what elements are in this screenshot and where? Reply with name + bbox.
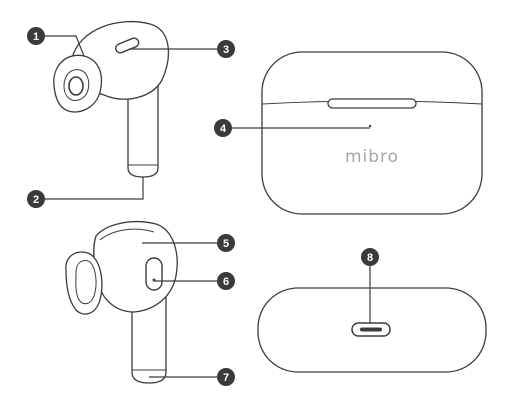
case-front-indicator-slot [327, 98, 417, 109]
earbud-front-sensor [115, 37, 140, 54]
earbud-front-view [53, 20, 170, 178]
callout-5-label: 5 [223, 238, 229, 250]
earbud-side-sensor [145, 257, 163, 291]
callout-4-label: 4 [220, 123, 227, 135]
callout-1-label: 1 [33, 31, 39, 43]
callout-6: 6 [217, 272, 235, 290]
leader-lines [45, 35, 371, 378]
callout-7: 7 [217, 368, 235, 386]
callout-2: 2 [27, 190, 45, 208]
callout-2-label: 2 [33, 194, 39, 206]
case-bottom-view [257, 287, 487, 373]
callout-3-label: 3 [223, 44, 229, 56]
callout-5: 5 [217, 234, 235, 252]
case-front-body [261, 51, 483, 215]
callout-3: 3 [217, 40, 235, 58]
callout-6-label: 6 [223, 276, 229, 288]
callout-8-label: 8 [367, 252, 373, 264]
callout-1: 1 [27, 27, 45, 45]
earbud-side-view [65, 221, 178, 384]
callout-8: 8 [361, 248, 379, 266]
brand-logo: mibro [345, 147, 399, 167]
case-front-view: mibro [261, 51, 483, 215]
callout-4: 4 [214, 119, 232, 137]
callout-7-label: 7 [223, 372, 229, 384]
